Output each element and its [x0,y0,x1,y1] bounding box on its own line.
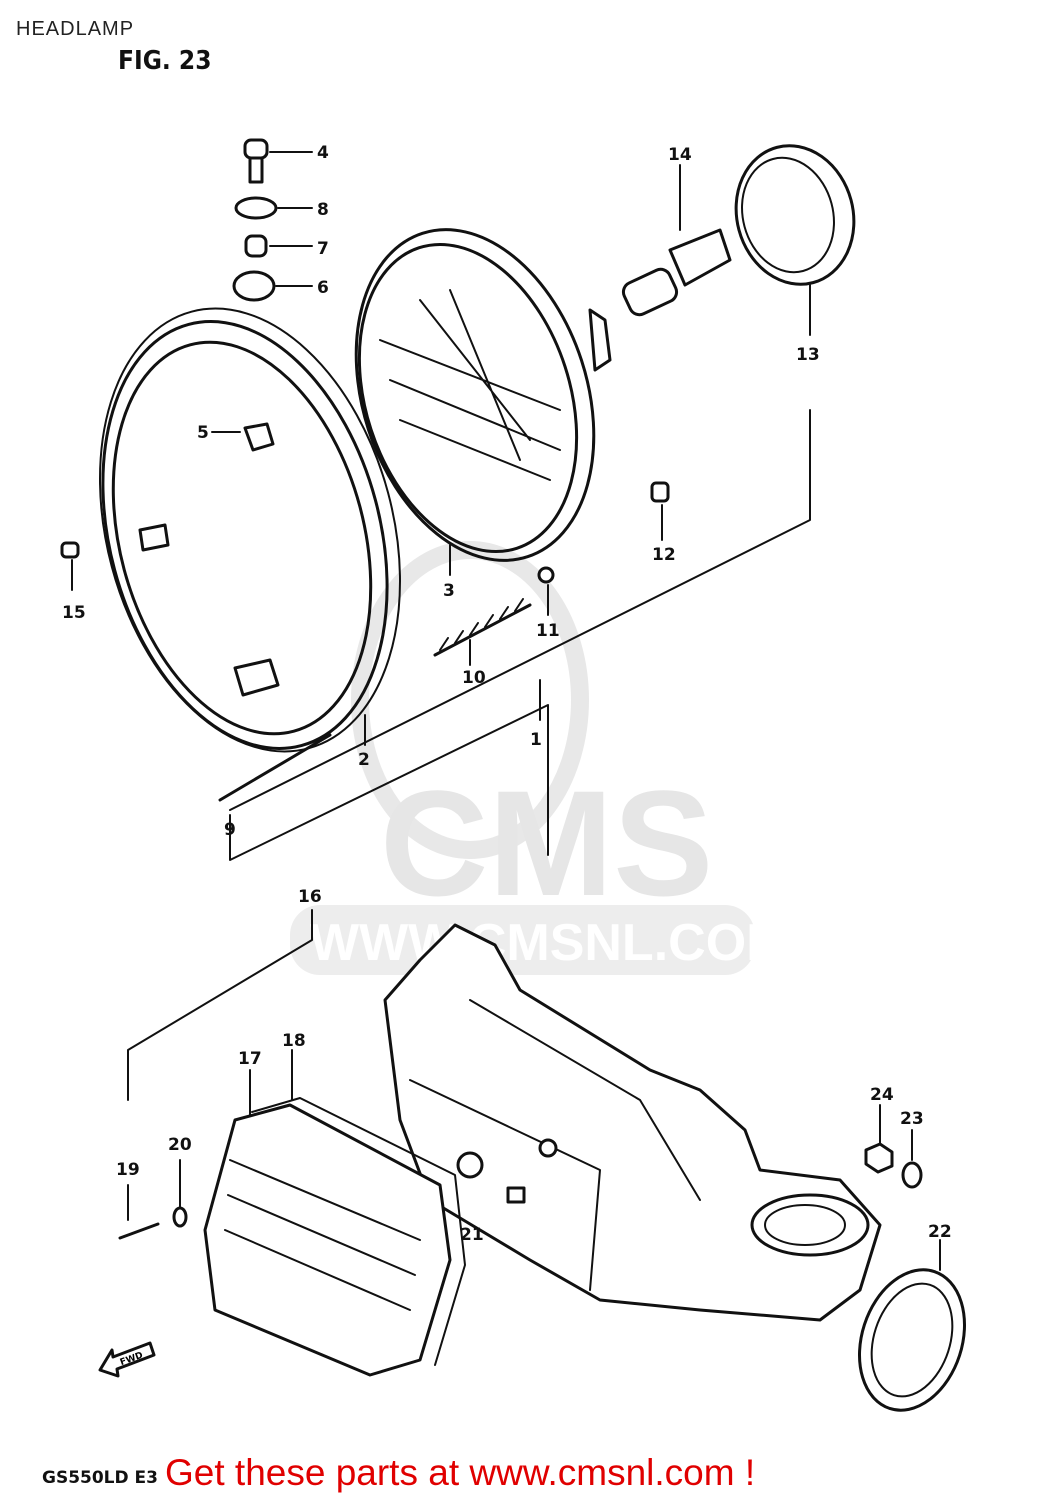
part-number-14: 14 [668,145,692,165]
part-number-7: 7 [317,239,329,259]
headlamp-bulb [621,228,732,317]
part-number-labels: 1 2 3 4 5 6 7 8 9 10 11 12 13 14 15 16 1… [62,143,952,1245]
part-number-13: 13 [796,345,820,365]
part-number-20: 20 [168,1135,192,1155]
part-number-24: 24 [870,1085,894,1105]
part-number-11: 11 [536,621,560,641]
part-number-18: 18 [282,1031,306,1051]
figure-label: FIG. 23 [118,46,212,76]
part-number-21: 21 [460,1225,484,1245]
adjusting-hardware [60,481,670,802]
front-lens-panel [203,1097,466,1377]
headlamp-cowl [383,923,882,1322]
part-number-23: 23 [900,1109,924,1129]
part-number-16: 16 [298,887,322,907]
headlamp-rim [98,307,402,753]
forward-arrow: FWD [98,1341,156,1378]
part-number-3: 3 [443,581,455,601]
panel-hardware [118,1142,923,1240]
mount-hardware [232,138,278,302]
part-number-1: 1 [530,730,542,750]
leader-lines [71,151,941,1271]
part-number-2: 2 [358,750,370,770]
page-title: HEADLAMP [16,18,135,40]
headlamp-unit [354,228,612,562]
part-number-10: 10 [462,668,486,688]
part-number-19: 19 [116,1160,140,1180]
part-number-22: 22 [928,1222,952,1242]
watermark-url: WWW.CMSNL.COM [310,914,789,972]
part-number-12: 12 [652,545,676,565]
part-number-15: 15 [62,603,86,623]
part-number-4: 4 [317,143,329,163]
part-number-5: 5 [197,423,209,443]
watermark-logo: CMS [380,759,713,927]
model-code: GS550LD E3 [42,1468,158,1488]
watermark: CMS WWW.CMSNL.COM [290,541,789,975]
part-number-17: 17 [238,1049,262,1069]
part-number-9: 9 [224,820,236,840]
part-number-8: 8 [317,200,329,220]
headlamp-socket [734,144,856,286]
reflector [857,1268,967,1412]
part-number-6: 6 [317,278,329,298]
cms-banner-link[interactable]: Get these parts at www.cmsnl.com ! [165,1452,756,1493]
